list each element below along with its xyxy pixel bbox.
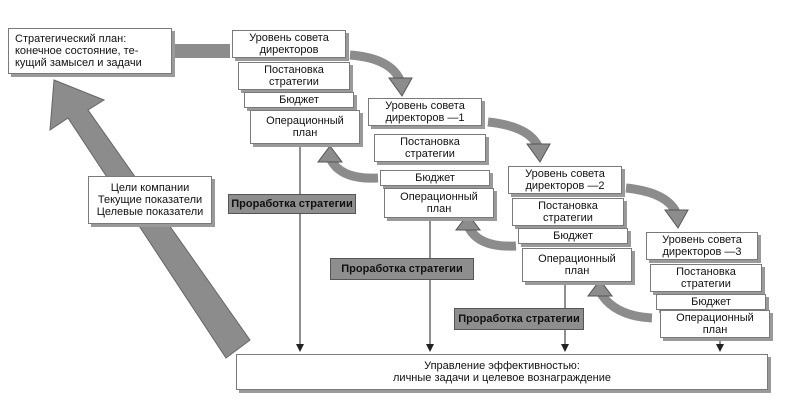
performance-management-bar: Управление эффективностью: личные задачи… xyxy=(236,354,768,390)
curved-arrows-down xyxy=(349,50,681,215)
strategy-development-level-2: Проработка стратегии xyxy=(454,308,584,330)
budget-level-0: Бюджет xyxy=(244,92,354,108)
strategy-development-level-0: Проработка стратегии xyxy=(228,194,356,214)
strategy-setting-level-1: Постановка стратегии xyxy=(374,134,486,162)
operational-plan-level-2: Операционный план xyxy=(522,248,632,282)
strategy-setting-level-2: Постановка стратегии xyxy=(512,198,624,226)
strategy-development-level-1: Проработка стратегии xyxy=(330,258,474,280)
operational-plan-level-1: Операционный план xyxy=(384,188,494,218)
operational-plan-level-0: Операционный план xyxy=(250,110,360,144)
flow-arrowheads xyxy=(296,344,724,352)
curved-arrowheads-down xyxy=(388,77,689,229)
company-goals-box: Цели компании Текущие показатели Целевые… xyxy=(88,176,212,224)
strategy-setting-level-0: Постановка стратегии xyxy=(238,62,350,90)
council-level-1: Уровень совета директоров —1 xyxy=(368,98,482,126)
strategy-setting-level-3: Постановка стратегии xyxy=(650,264,762,292)
curved-arrowheads-return xyxy=(317,145,613,297)
council-level-3: Уровень совета директоров —3 xyxy=(646,232,758,260)
council-level-0: Уровень совета директоров xyxy=(232,30,346,58)
operational-plan-level-3: Операционный план xyxy=(660,310,770,338)
connector-bar xyxy=(172,44,230,58)
council-level-2: Уровень совета директоров —2 xyxy=(508,166,622,194)
strategic-plan-box: Стратегический план: конечное состояние,… xyxy=(8,28,172,74)
budget-level-2: Бюджет xyxy=(518,228,628,244)
budget-level-3: Бюджет xyxy=(656,294,766,310)
budget-level-1: Бюджет xyxy=(380,170,490,186)
